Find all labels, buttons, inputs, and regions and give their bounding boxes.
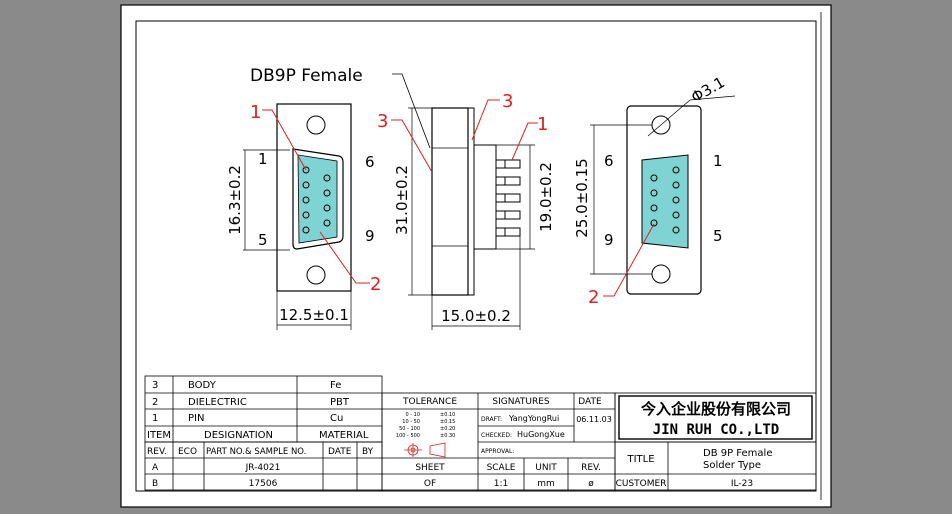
front-mount-hole-top [306,115,326,135]
approval-label: APPROVAL: [481,448,514,455]
rev-header-eco: ECO [178,447,197,457]
side-solder-cups [495,159,521,237]
svg-text:50 - 100: 50 - 100 [399,426,420,432]
bom-material: Fe [330,380,341,391]
front-pin-label-9: 9 [365,227,375,245]
svg-text:±0.20: ±0.20 [440,426,455,432]
rev-row-part: JR-4021 [245,463,281,473]
svg-text:±0.10: ±0.10 [440,412,455,418]
bom-designation: BODY [188,380,217,391]
tolerance-table: 0 - 10 ±0.10 10 - 50 ±0.15 50 - 100 ±0.2… [396,412,455,439]
drawing-border [135,20,817,492]
side-depth-dim: 15.0±0.2 [441,307,511,325]
draft-label: DRAFT: [481,416,502,423]
date-title: DATE [578,397,602,407]
front-height-dim: 16.3±0.2 [226,165,244,235]
unit-value: mm [537,479,555,489]
scale-label: SCALE [487,463,516,473]
svg-text:±0.30: ±0.30 [440,433,455,439]
rev-row-rev: B [152,479,158,489]
callout-1-side: 1 [537,114,548,135]
bom-header-material: MATERIAL [319,430,369,441]
bom-item: 1 [152,413,158,424]
bom-designation: DIELECTRIC [188,397,247,408]
front-mount-hole-bottom [306,265,326,285]
svg-text:0 - 10: 0 - 10 [405,412,420,418]
svg-text:100 - 500: 100 - 500 [396,433,420,439]
tolerance-title: TOLERANCE [402,397,457,407]
bom-item: 3 [152,380,158,391]
rev-header-rev: REV. [147,447,167,457]
date-value: 06.11.03 [576,415,612,424]
svg-text:±0.15: ±0.15 [440,419,455,425]
rear-height-dim: 25.0±0.15 [573,158,591,237]
unit-label: UNIT [535,463,557,473]
rev-value: ø [588,479,594,489]
rear-flange [626,105,702,295]
front-view: 1 5 6 9 16.3±0.2 12.5±0.1 [226,103,375,330]
title-label: TITLE [626,454,654,465]
front-flange [276,103,352,292]
sheet-label: SHEET [415,463,445,473]
title-line-2: Solder Type [703,460,761,471]
checked-label: CHECKED: [481,432,512,439]
front-shell-outline [292,148,344,250]
company-name-cn: 今入企业股份有限公司 [640,400,791,418]
callout-2-rear: 2 [588,287,599,308]
projection-symbol-icon [404,442,446,458]
front-pin-label-6: 6 [365,153,375,171]
bom-item: 2 [152,397,158,408]
rear-pin-label-9: 9 [604,231,614,249]
rev-row-part: 17506 [249,479,278,489]
front-pin-label-5: 5 [258,231,268,249]
title-block [614,441,817,491]
sheet-value: OF [424,479,436,489]
checked-name: HuGongXue [517,430,565,439]
bom-designation: PIN [188,413,204,424]
front-pins [302,166,331,234]
bom-material: PBT [330,397,350,408]
side-shell-height-dim: 19.0±0.2 [537,162,555,232]
rev-row-rev: A [152,463,159,473]
title-line-1: DB 9P Female [703,448,772,459]
callout-2-front: 2 [370,274,381,295]
side-total-height-dim: 31.0±0.2 [393,165,411,235]
bom-header-item: ITEM [147,430,171,441]
draft-name: YangYongRui [508,414,559,423]
rev-label: REV. [581,463,601,473]
front-insulator [297,154,338,244]
rear-pins [650,166,680,234]
bom-material: Cu [330,413,343,424]
main-label: DB9P Female [250,66,363,86]
company-name-en: JIN RUH CO.,LTD [653,422,779,438]
front-pin-label-1: 1 [258,150,268,168]
callout-3-side: 3 [377,111,388,132]
rev-header-part: PART NO.& SAMPLE NO. [206,447,306,457]
bom-header-designation: DESIGNATION [204,430,273,441]
rear-pin-label-1: 1 [713,152,723,170]
rear-pin-label-6: 6 [604,152,614,170]
callout-1-front: 1 [250,102,261,123]
rev-header-date: DATE [328,447,352,457]
main-label-leader [392,73,431,149]
side-view: 31.0±0.2 19.0±0.2 15.0±0.2 [393,107,555,330]
rev-header-by: BY [362,447,374,457]
front-width-dim: 12.5±0.1 [279,306,349,324]
drawing-sheet [120,4,832,508]
svg-text:10 - 50: 10 - 50 [402,419,420,425]
customer-value: IL-23 [731,479,753,489]
signatures-title: SIGNATURES [492,397,550,407]
callout-3-flange: 3 [502,91,513,112]
rear-pin-label-5: 5 [713,227,723,245]
customer-label: CUSTOMER [616,479,667,489]
callouts [262,99,655,297]
scale-value: 1:1 [494,479,508,489]
